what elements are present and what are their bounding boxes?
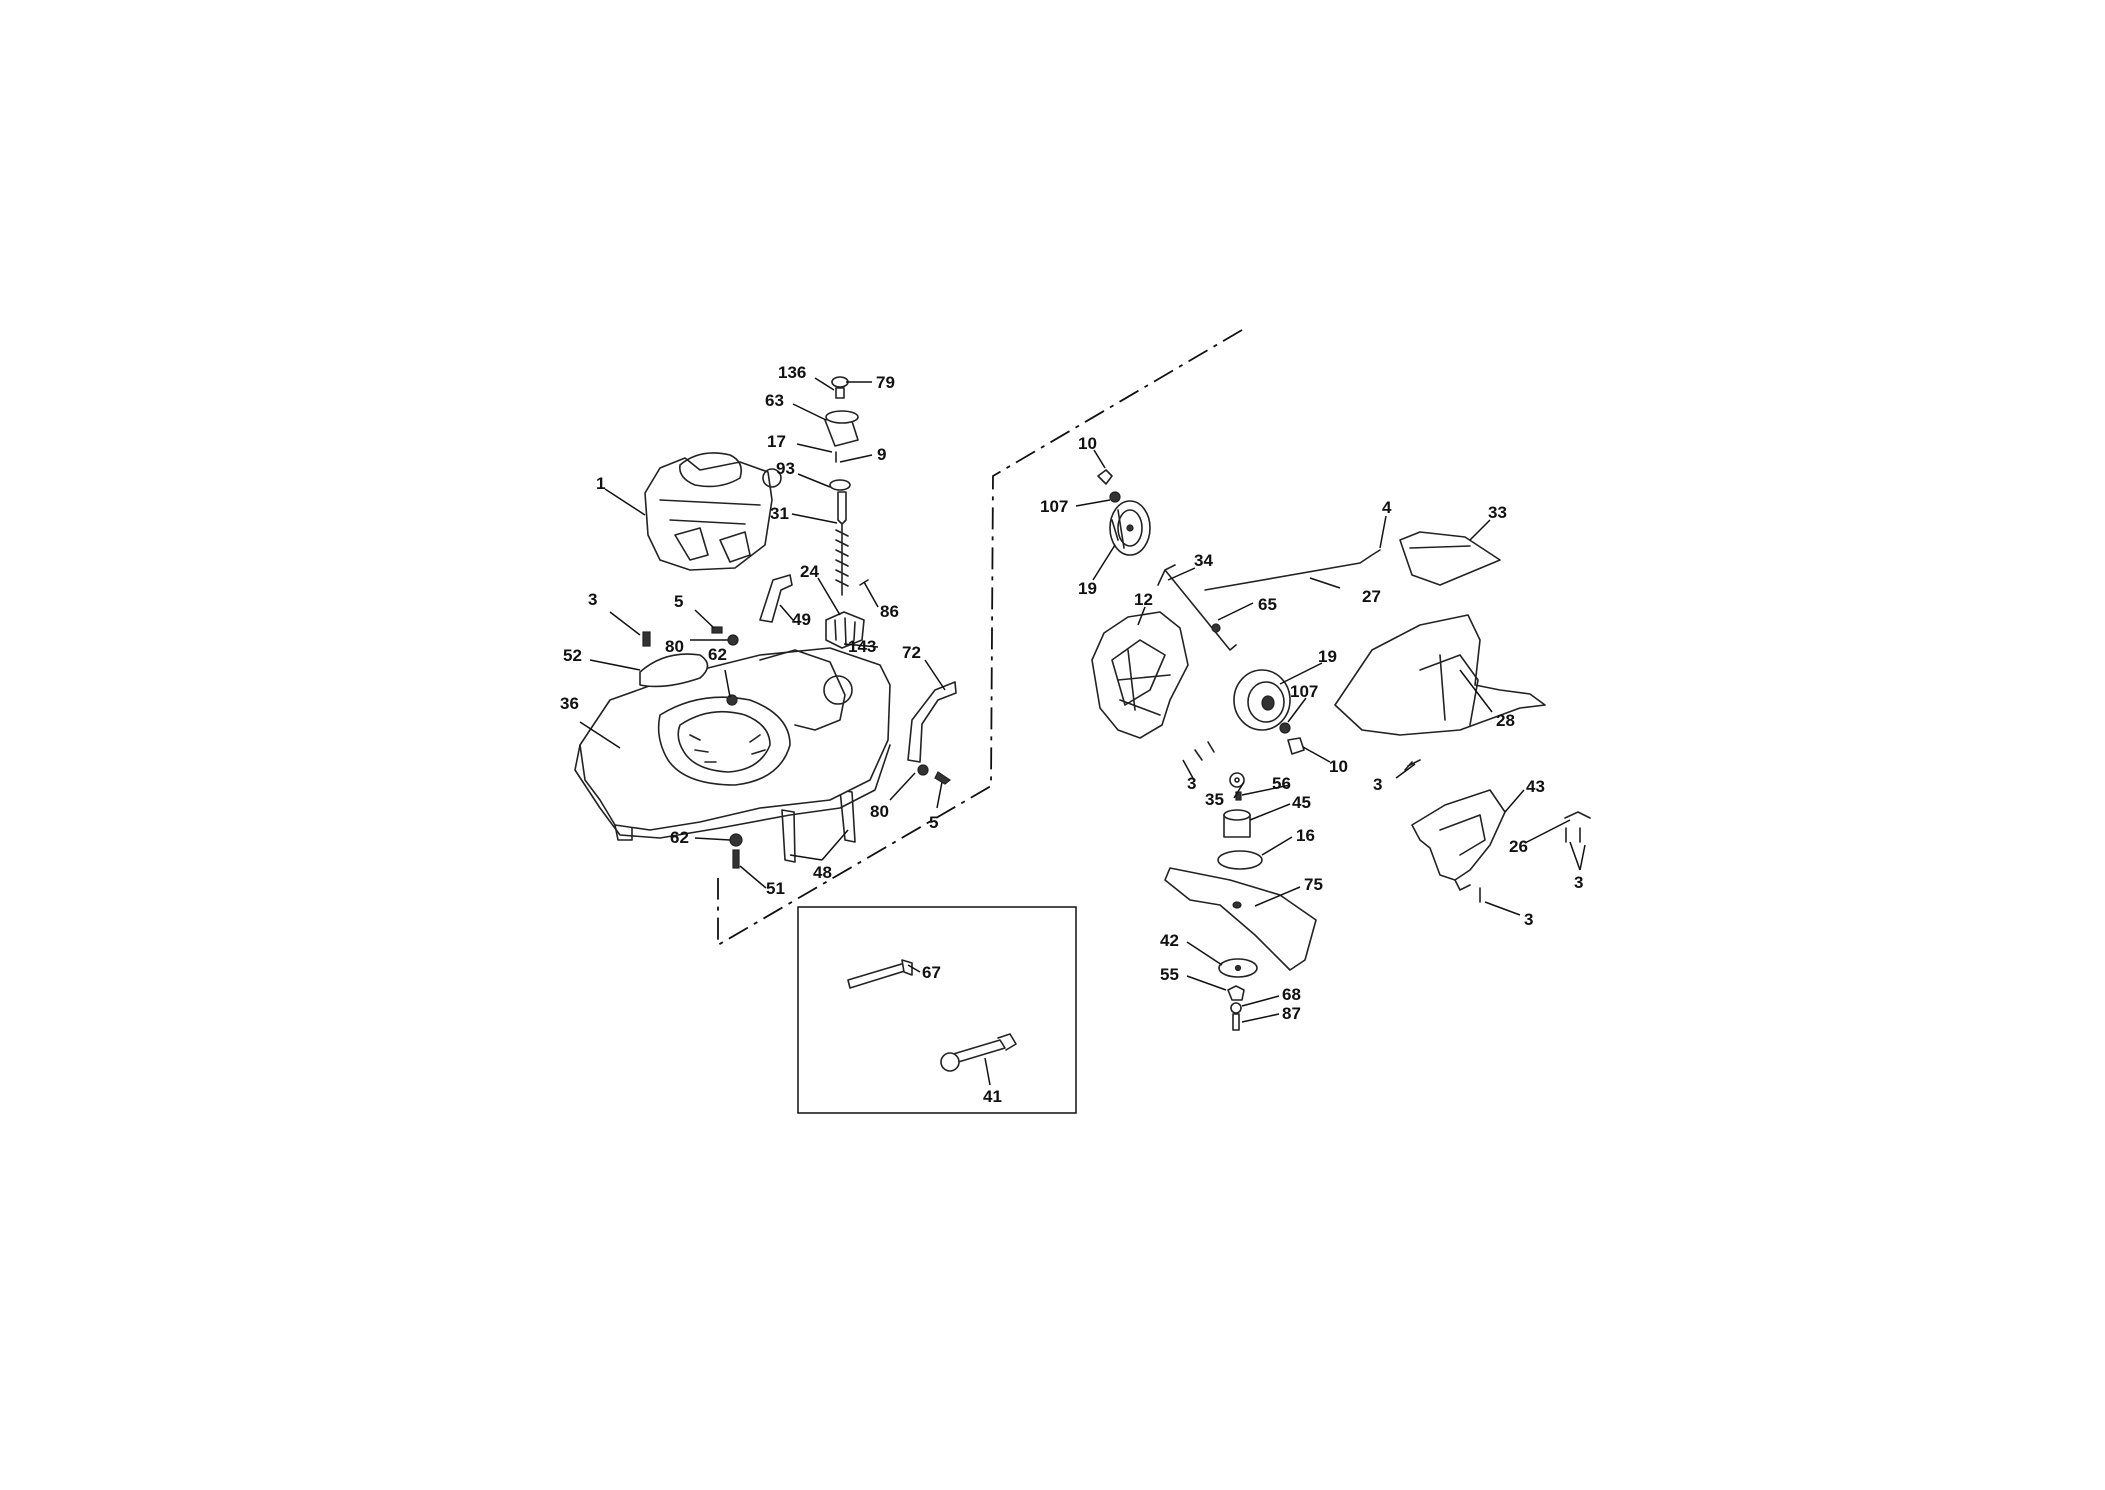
leader-lines xyxy=(579,377,1586,1086)
callout-80: 80 xyxy=(665,637,684,656)
callout-51: 51 xyxy=(766,879,785,898)
callout-4: 4 xyxy=(1382,498,1392,517)
callout-labels: 136 79 63 17 9 93 1 31 24 86 3 5 49 80 1… xyxy=(560,363,1583,1106)
callout-136: 136 xyxy=(778,363,806,382)
lower-deflector xyxy=(1194,741,1591,903)
front-wheel xyxy=(1097,469,1151,556)
callout-86: 86 xyxy=(880,602,899,621)
callout-80-b: 80 xyxy=(870,802,889,821)
callout-93: 93 xyxy=(776,459,795,478)
accessories-box xyxy=(797,906,1077,1114)
callout-31: 31 xyxy=(770,504,789,523)
accessory-tools xyxy=(847,959,1017,1072)
callout-33: 33 xyxy=(1488,503,1507,522)
callout-43: 43 xyxy=(1526,777,1545,796)
callout-35: 35 xyxy=(1205,790,1224,809)
callout-75: 75 xyxy=(1304,875,1323,894)
rear-cover-and-rods xyxy=(1091,549,1381,739)
callout-1: 1 xyxy=(596,474,605,493)
callout-52: 52 xyxy=(563,646,582,665)
callout-107-b: 107 xyxy=(1290,682,1318,701)
callout-48: 48 xyxy=(813,863,832,882)
callout-56: 56 xyxy=(1272,774,1291,793)
callout-79: 79 xyxy=(876,373,895,392)
callout-67: 67 xyxy=(922,963,941,982)
callout-3-b: 3 xyxy=(1373,775,1382,794)
callout-19: 19 xyxy=(1078,579,1097,598)
callout-16: 16 xyxy=(1296,826,1315,845)
callout-26: 26 xyxy=(1509,837,1528,856)
callout-5: 5 xyxy=(674,592,683,611)
mower-deck xyxy=(574,647,891,841)
callout-10: 10 xyxy=(1078,434,1097,453)
handle-brackets xyxy=(759,574,957,863)
callout-62: 62 xyxy=(708,645,727,664)
callout-3-d: 3 xyxy=(1574,873,1583,892)
callout-65: 65 xyxy=(1258,595,1277,614)
callout-62-b: 62 xyxy=(670,828,689,847)
callout-42: 42 xyxy=(1160,931,1179,950)
callout-45: 45 xyxy=(1292,793,1311,812)
callout-36: 36 xyxy=(560,694,579,713)
callout-5-b: 5 xyxy=(929,813,938,832)
callout-12: 12 xyxy=(1134,590,1153,609)
callout-27: 27 xyxy=(1362,587,1381,606)
callout-72: 72 xyxy=(902,643,921,662)
rear-guard-and-shield xyxy=(1334,531,1546,736)
callout-28: 28 xyxy=(1496,711,1515,730)
engine xyxy=(644,452,782,571)
callout-143: 143 xyxy=(848,637,876,656)
left-fasteners xyxy=(639,626,952,869)
callout-24: 24 xyxy=(800,562,819,581)
callout-87: 87 xyxy=(1282,1004,1301,1023)
callout-55: 55 xyxy=(1160,965,1179,984)
height-adjuster-stack xyxy=(824,376,869,649)
callout-49: 49 xyxy=(792,610,811,629)
callout-107: 107 xyxy=(1040,497,1068,516)
callout-3-c: 3 xyxy=(1187,774,1196,793)
callout-9: 9 xyxy=(877,445,886,464)
callout-68: 68 xyxy=(1282,985,1301,1004)
blade-assembly xyxy=(1164,772,1317,1031)
callout-3: 3 xyxy=(588,590,597,609)
callout-17: 17 xyxy=(767,432,786,451)
callout-41: 41 xyxy=(983,1087,1002,1106)
rear-wheel xyxy=(1233,669,1305,755)
callout-34: 34 xyxy=(1194,551,1213,570)
assembly-boundary-line xyxy=(717,329,1243,947)
callout-63: 63 xyxy=(765,391,784,410)
callout-10-b: 10 xyxy=(1329,757,1348,776)
callout-19-b: 19 xyxy=(1318,647,1337,666)
callout-3-e: 3 xyxy=(1524,910,1533,929)
